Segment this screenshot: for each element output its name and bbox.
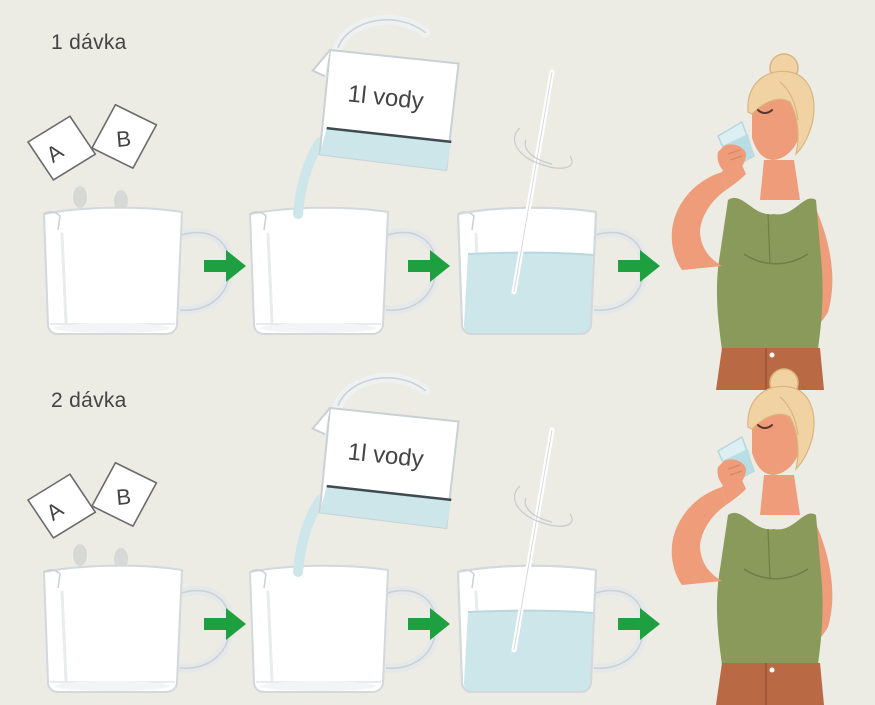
row-2: 2 dávka A B 1l vody [26, 369, 832, 705]
arrow-right-icon [408, 608, 450, 640]
water-stream-icon [298, 142, 320, 214]
water-jug-icon [458, 566, 644, 692]
sachet-b-label: B [115, 126, 132, 152]
arrow-right-icon [408, 250, 450, 282]
row-1: 1 dávka A B 1l vody [26, 17, 832, 390]
row-title: 2 dávka [51, 389, 127, 412]
woman-drinking-icon [672, 369, 833, 705]
pouring-pitcher-icon: 1l vody [311, 17, 462, 174]
sachet-b-icon: B [79, 92, 169, 181]
sachet-b-icon: B [79, 450, 169, 539]
water-jug-icon [458, 208, 644, 334]
woman-drinking-icon [672, 54, 833, 390]
sachet-a-icon: A [26, 114, 97, 182]
empty-jug-icon [44, 566, 230, 692]
sachet-b-label: B [115, 484, 132, 510]
pouring-pitcher-icon: 1l vody [311, 375, 462, 532]
row-title: 1 dávka [51, 31, 127, 54]
empty-jug-icon [44, 208, 230, 334]
water-stream-icon [298, 500, 320, 572]
sachet-a-icon: A [26, 472, 97, 540]
